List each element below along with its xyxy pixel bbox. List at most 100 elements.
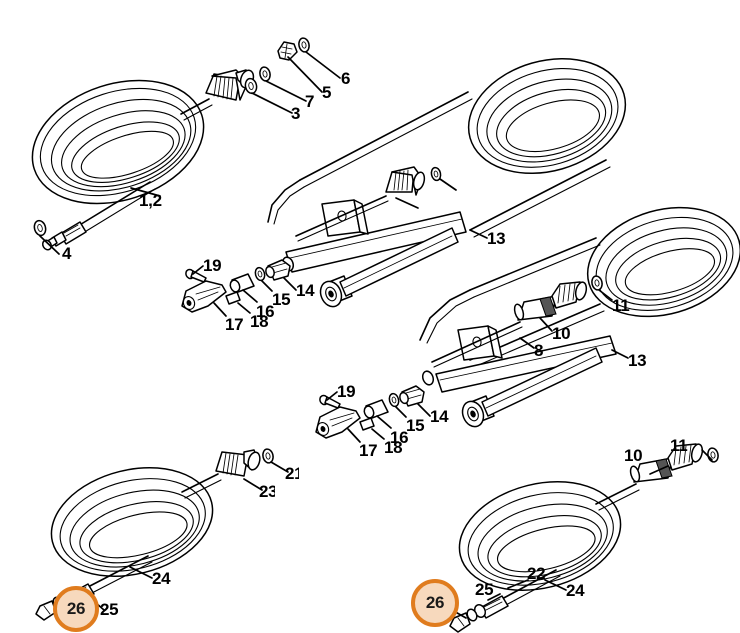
callout-15b: 15 [406, 416, 425, 435]
callout-23: 23 [259, 483, 275, 500]
callout-13-upper: 13 [487, 229, 506, 248]
callout-21: 21 [285, 465, 299, 482]
sleeve-16a [229, 273, 255, 293]
leader-5 [287, 56, 323, 93]
leader-19b [326, 391, 338, 401]
callout-25b: 25 [475, 580, 494, 599]
leader-1-2 [130, 187, 161, 197]
callout-24a: 24 [152, 569, 171, 588]
leader-19a [192, 265, 204, 275]
callout-13-lower: 13 [628, 351, 647, 370]
o-ring-4 [33, 219, 47, 237]
highlight-label-26-left: 26 [66, 599, 86, 618]
callout-11b: 11 [670, 436, 688, 455]
o-ring-15a [254, 266, 266, 282]
knurled-nut-upper [385, 166, 426, 196]
o-ring-7 [259, 66, 271, 82]
hose-coil-upper-right [467, 57, 627, 175]
o-ring-bottom-left-nut [262, 448, 274, 464]
highlight-circle-26-left[interactable]: 26 [53, 586, 99, 632]
callout-17b: 17 [359, 441, 378, 460]
callout-18b: 18 [384, 438, 403, 457]
callout-8: 8 [534, 341, 544, 360]
o-ring-3 [244, 77, 258, 95]
callout-1-2: 1,2 [139, 191, 162, 210]
leader-4 [39, 235, 60, 255]
leader-8 [519, 337, 535, 349]
o-ring-6 [298, 37, 310, 53]
leader-11b [701, 449, 713, 461]
leader-3 [251, 92, 293, 114]
callout-25a: 25 [100, 600, 119, 619]
quick-coupler-10a [513, 281, 588, 321]
connector-14a [265, 259, 291, 281]
callout-15a: 15 [272, 290, 291, 309]
leader-6 [305, 51, 341, 79]
callout-3: 3 [291, 104, 301, 123]
leader-7 [265, 80, 307, 102]
leader-16b [376, 415, 392, 429]
lance-clamp-block-upper [321, 199, 369, 237]
small-parts-top [244, 37, 341, 114]
leader-18b [371, 428, 385, 440]
callout-22: 22 [527, 564, 546, 583]
callout-17a: 17 [225, 315, 244, 334]
leader-17b [347, 428, 361, 443]
leader-13-lower [611, 349, 629, 359]
callout-14a: 14 [296, 281, 315, 300]
leader-15a [261, 280, 273, 292]
hose-coil-lower-right [586, 206, 740, 318]
highlight-circle-26-right[interactable]: 26 [411, 579, 459, 627]
spray-nozzle-body-17a [181, 280, 227, 313]
leader-24a [129, 566, 153, 579]
knurled-nut-bottom-left [215, 449, 261, 477]
o-ring-upper-nut [430, 166, 442, 182]
callout-10a: 10 [552, 324, 571, 343]
hose-end-fitting-bottom-right [449, 595, 509, 633]
assembly-bottom-right-hose [449, 443, 719, 633]
small-parts-cluster-b [315, 385, 431, 443]
pin-18b [359, 417, 375, 431]
callout-24b: 24 [566, 581, 585, 600]
leader-13-upper [469, 229, 488, 239]
leader-14b [417, 403, 431, 417]
leader-10b [649, 465, 669, 475]
hose-coil-bottom-left [50, 467, 214, 577]
o-ring-15b [388, 392, 400, 408]
assembly-upper-lance [267, 57, 627, 308]
quick-coupler-10b [629, 443, 704, 483]
o-ring-11b [707, 447, 719, 463]
highlight-label-26-right: 26 [425, 593, 445, 612]
callout-10b: 10 [624, 446, 643, 465]
callout-7: 7 [305, 92, 315, 111]
leader-14a [283, 277, 297, 291]
leader-22 [507, 579, 529, 589]
leader-25b [487, 593, 501, 601]
callout-14b: 14 [430, 407, 449, 426]
spray-nozzle-body-17b [315, 406, 361, 439]
hose-coil-top-left [31, 79, 205, 205]
leader-11a [598, 289, 613, 301]
leader-10a [539, 317, 553, 332]
leader-17a [213, 302, 227, 317]
callout-16b: 16 [390, 428, 409, 447]
leader-16a [242, 289, 258, 303]
assembly-lower-lance [419, 206, 740, 428]
callout-6: 6 [341, 69, 351, 88]
hose-coil-bottom-right [458, 481, 622, 591]
pin-18a [225, 291, 241, 305]
leader-18a [237, 302, 251, 314]
callout-18a: 18 [250, 312, 269, 331]
callout-4: 4 [62, 244, 72, 263]
callout-19b: 19 [337, 382, 356, 401]
sleeve-16b [363, 399, 389, 419]
connector-14b [399, 385, 425, 407]
leader-15b [395, 406, 407, 418]
nozzle-fitting-5 [277, 41, 298, 61]
lance-clamp-block-lower [457, 325, 503, 361]
assembly-top-left-hose [31, 69, 255, 255]
leader-24b [544, 579, 567, 591]
callout-11a: 11 [612, 296, 630, 315]
